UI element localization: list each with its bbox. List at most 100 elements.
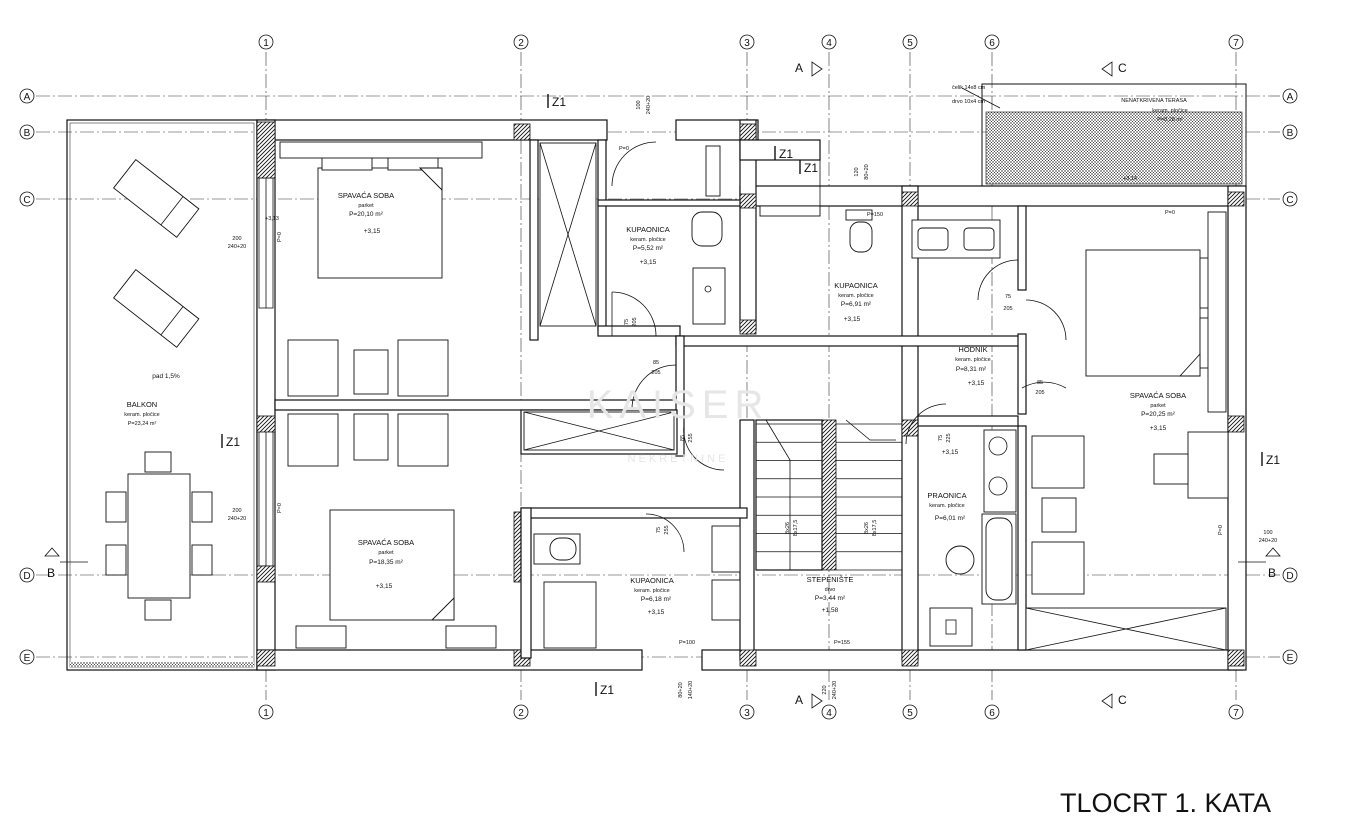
bedroom-3-level: +3,15 xyxy=(1150,425,1167,432)
bedroom-3-name: SPAVAĆA SOBA xyxy=(1130,391,1186,400)
stairs-finish: drvo xyxy=(825,587,836,593)
axis-col-3-top: 3 xyxy=(744,38,750,49)
dim-240-bottom: 240+20 xyxy=(832,681,838,700)
dim-100-right: 100 xyxy=(1263,530,1272,536)
axis-row-a-left: A xyxy=(24,92,31,103)
axis-col-6-top: 6 xyxy=(989,38,995,49)
z1-top-left: Z1 xyxy=(552,95,566,109)
axis-col-6-bottom: 6 xyxy=(989,708,995,719)
bathroom-3-finish: keram. pločice xyxy=(634,588,669,594)
bedroom-2-finish: parket xyxy=(378,550,394,556)
bathroom-2-name: KUPAONICA xyxy=(834,281,878,290)
axis-row-e-right: E xyxy=(1287,653,1294,664)
dim-240-b: 240+20 xyxy=(228,516,247,522)
axis-col-4-top: 4 xyxy=(826,38,832,49)
balcony-finish: keram. pločice xyxy=(124,412,159,418)
dim-140-bottom: 140+20 xyxy=(688,681,694,700)
axis-row-b-left: B xyxy=(24,128,31,139)
axis-col-5-top: 5 xyxy=(907,38,913,49)
door-225-d: 225 xyxy=(946,433,952,442)
section-markers: A A C C B B xyxy=(44,61,1281,709)
bedroom-1-name: SPAVAĆA SOBA xyxy=(338,191,394,200)
door-85-a: 85 xyxy=(653,360,659,366)
door-205-a: 205 xyxy=(651,370,660,376)
dim-240-a: 240+20 xyxy=(228,244,247,250)
level-313: +3,13 xyxy=(265,216,279,222)
bathroom-2-finish: keram. pločice xyxy=(838,293,873,299)
bathroom-3-name: KUPAONICA xyxy=(630,576,674,585)
dim-220-bottom: 220 xyxy=(822,685,828,694)
stairs-left-dim2: 8x17,5 xyxy=(793,520,799,537)
hallway-doors xyxy=(631,364,1067,553)
axis-col-5-bottom: 5 xyxy=(907,708,913,719)
bedroom-3-p0: P=0 xyxy=(1165,210,1175,216)
axis-col-1-top: 1 xyxy=(263,38,269,49)
axis-row-a-right: A xyxy=(1287,92,1294,103)
bedroom-1-finish: parket xyxy=(358,203,374,209)
hallway-level: +3,15 xyxy=(968,380,985,387)
axis-row-d-left: D xyxy=(23,571,30,582)
door-75-d: 75 xyxy=(938,435,944,441)
dim-120-top: 120 xyxy=(854,167,860,176)
watermark-logo: KAISER xyxy=(587,383,770,427)
terrace-name: NENATKRIVENA TERASA xyxy=(1121,98,1187,104)
hallway-area: P=8,31 m² xyxy=(956,366,987,373)
z1-right: Z1 xyxy=(1266,453,1280,467)
wardrobe-lower xyxy=(523,411,675,451)
door-255-c: 255 xyxy=(688,433,694,442)
door-205-bath1: 205 xyxy=(632,317,638,326)
door-85-b: 85 xyxy=(1037,380,1043,386)
hallway-finish: keram. pločice xyxy=(955,357,990,363)
wc-top-level: P=0 xyxy=(619,146,629,152)
z1-left: Z1 xyxy=(226,435,240,449)
terrace-area: P=8,28 m² xyxy=(1157,117,1183,123)
dim-80-bottom: 80+20 xyxy=(678,682,684,697)
terrace-wood-note: drvo 10x4 cm xyxy=(952,99,985,105)
bedroom-1-level: +3,15 xyxy=(364,228,381,235)
bedroom-1-furniture xyxy=(279,141,483,397)
bathroom-2-area: P=6,91 m² xyxy=(841,301,872,308)
watermark-subtitle: NEKRETNINE xyxy=(628,453,729,465)
dimension-labels: +3,13 200 240+20 200 240+20 100 240+20 1… xyxy=(228,96,1278,700)
axis-row-e-left: E xyxy=(24,653,31,664)
p155-stairs: P=155 xyxy=(834,640,850,646)
dim-80-top: 80+20 xyxy=(864,164,870,179)
terrace xyxy=(961,83,1247,187)
bathroom-3-area: P=6,18 m² xyxy=(641,596,672,603)
bathroom-1-fixtures xyxy=(611,211,726,337)
dim-240-right: 240+20 xyxy=(1259,538,1278,544)
section-c-bottom-label: C xyxy=(1118,693,1127,707)
axis-row-d-right: D xyxy=(1286,571,1293,582)
dim-200-a: 200 xyxy=(232,236,241,242)
balcony-name: BALKON xyxy=(127,400,157,409)
staircase xyxy=(756,419,902,571)
door-85-c: 85 xyxy=(680,435,686,441)
balcony-area xyxy=(66,119,258,671)
wc-top xyxy=(611,141,721,197)
section-a-bottom-label: A xyxy=(795,693,803,707)
laundry-fixtures xyxy=(929,429,1017,647)
z1-markers: Z1 Z1 Z1 Z1 Z1 Z1 xyxy=(221,94,1280,697)
axis-row-c-right: C xyxy=(1286,195,1293,206)
stairs-level: +1,58 xyxy=(822,607,839,614)
axis-col-7-top: 7 xyxy=(1233,38,1239,49)
axis-col-1-bottom: 1 xyxy=(263,708,269,719)
bedroom-2-name: SPAVAĆA SOBA xyxy=(358,538,414,547)
bedroom-2-furniture xyxy=(287,413,497,649)
laundry-name: PRAONICA xyxy=(927,491,966,500)
section-b-left-label: B xyxy=(47,566,55,580)
hallway-name: HODNIK xyxy=(958,345,987,354)
balcony-area-label: P=23,24 m² xyxy=(128,421,157,427)
door-205-b: 205 xyxy=(1035,390,1044,396)
p100-bath3: P=100 xyxy=(679,640,695,646)
bedroom-2-level: +3,15 xyxy=(376,583,393,590)
axis-col-4-bottom: 4 xyxy=(826,708,832,719)
axis-col-7-bottom: 7 xyxy=(1233,708,1239,719)
axis-col-2-top: 2 xyxy=(518,38,524,49)
stairs-right-dim: 8x26 xyxy=(864,522,870,534)
z1-bottom: Z1 xyxy=(600,683,614,697)
p0-left-b: P=0 xyxy=(277,503,283,513)
section-a-top-label: A xyxy=(795,61,803,75)
drawing-title: TLOCRT 1. KATA xyxy=(1060,788,1271,818)
